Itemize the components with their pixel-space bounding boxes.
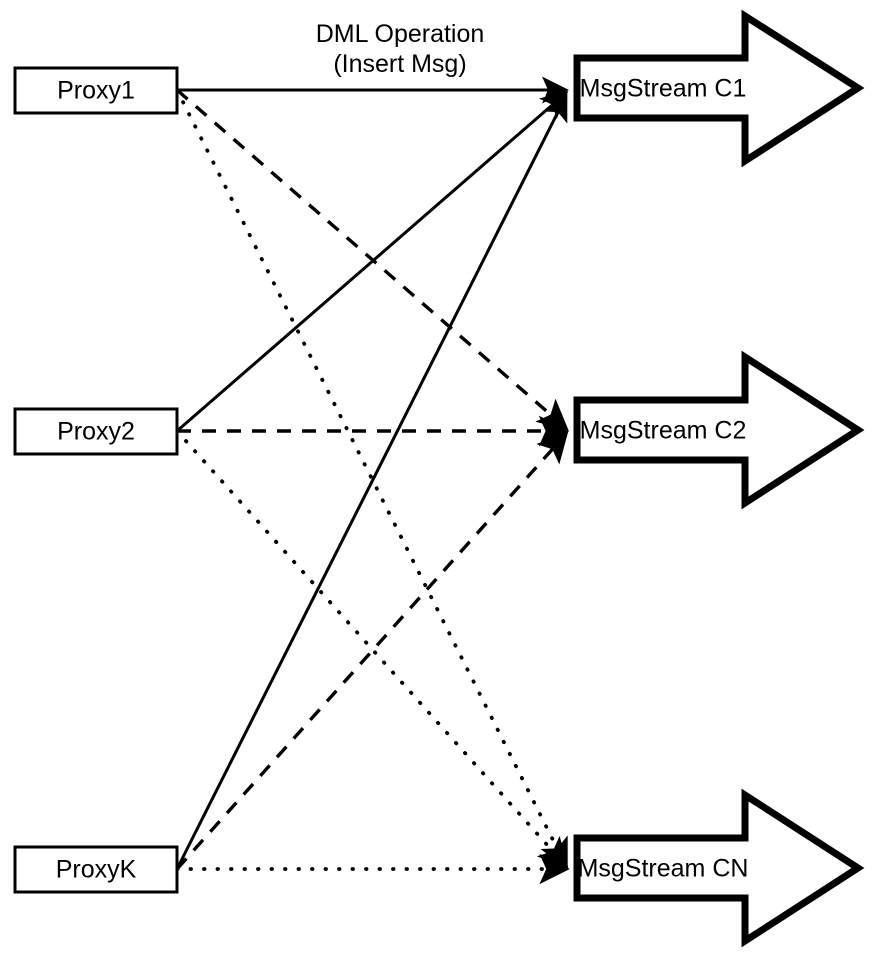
link-proxy1-to-msgstream-cn[interactable] [175,88,568,870]
edge-label-line-1: DML Operation [316,20,485,48]
proxy2-box[interactable] [13,407,179,456]
proxy1-label: Proxy1 [57,77,135,105]
msgstream-node-c2[interactable]: MsgStream C2 [573,350,865,510]
proxy-node-proxy2[interactable]: Proxy2 [13,407,179,456]
msgstream-c2-label: MsgStream C2 [580,417,747,445]
msgstream-cn-label: MsgStream CN [578,855,749,883]
edge-label-dml-operation: DML Operation (Insert Msg) [316,20,485,78]
proxy-node-proxyk[interactable]: ProxyK [13,845,179,894]
msgstream-node-cn[interactable]: MsgStream CN [573,788,865,948]
msgstream-cn-arrow-shape[interactable] [573,788,865,948]
msgstream-c1-label: MsgStream C1 [580,75,747,103]
link-proxy2-to-msgstream-cn[interactable] [175,429,569,869]
link-proxy2-to-msgstream-c1[interactable] [176,91,569,433]
link-proxyk-to-msgstream-c1[interactable] [175,93,568,870]
proxy1-box[interactable] [13,66,179,115]
link-proxyk-to-msgstream-c2[interactable] [175,431,569,871]
proxyk-box[interactable] [13,845,179,894]
proxyk-label: ProxyK [56,856,137,884]
proxy-node-proxy1[interactable]: Proxy1 [13,66,179,115]
edge-label-line-2: (Insert Msg) [333,50,466,78]
msgstream-c2-arrow-shape[interactable] [573,350,865,510]
msgstream-c1-arrow-shape[interactable] [573,9,865,168]
proxy2-label: Proxy2 [57,418,135,446]
link-proxy1-to-msgstream-c2[interactable] [175,88,569,431]
link-group [175,76,570,885]
msgstream-node-c1[interactable]: MsgStream C1 [573,9,865,168]
